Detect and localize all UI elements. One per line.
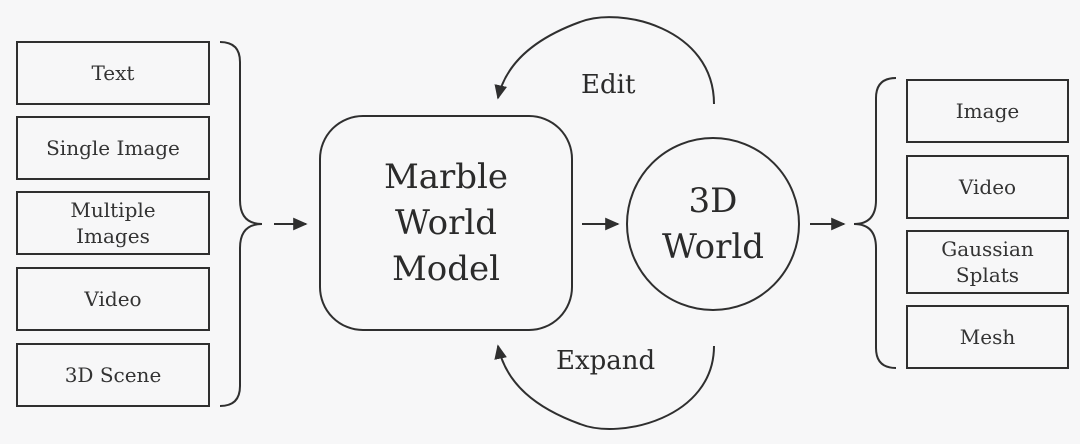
output-video-box: Video: [906, 155, 1069, 219]
output-label: Video: [958, 175, 1017, 199]
expand-loop-arrow: [494, 344, 715, 430]
input-brace: [219, 41, 263, 407]
input-video-box: Video: [16, 267, 210, 331]
input-label: Video: [84, 287, 142, 311]
3d-world-node: 3D World: [626, 137, 800, 311]
world-label: 3D World: [662, 181, 764, 267]
input-label: 3D Scene: [64, 363, 162, 387]
edit-label: Edit: [581, 70, 636, 100]
input-label: Text: [91, 61, 135, 85]
expand-label: Expand: [556, 346, 656, 376]
output-label: Mesh: [959, 325, 1016, 349]
input-multiple-images-box: Multiple Images: [16, 191, 210, 255]
output-gaussian-splats-box: Gaussian Splats: [906, 230, 1069, 294]
output-label: Image: [955, 99, 1020, 123]
output-label: Gaussian Splats: [941, 237, 1034, 287]
output-image-box: Image: [906, 79, 1069, 143]
marble-world-model-node: Marble World Model: [319, 115, 573, 331]
model-label: Marble World Model: [383, 157, 509, 289]
edit-loop-arrow: [494, 16, 715, 105]
input-label: Multiple Images: [70, 198, 156, 248]
input-label: Single Image: [46, 136, 180, 160]
input-3d-scene-box: 3D Scene: [16, 343, 210, 407]
input-single-image-box: Single Image: [16, 116, 210, 180]
input-text-box: Text: [16, 41, 210, 105]
output-brace: [853, 77, 897, 369]
output-mesh-box: Mesh: [906, 305, 1069, 369]
